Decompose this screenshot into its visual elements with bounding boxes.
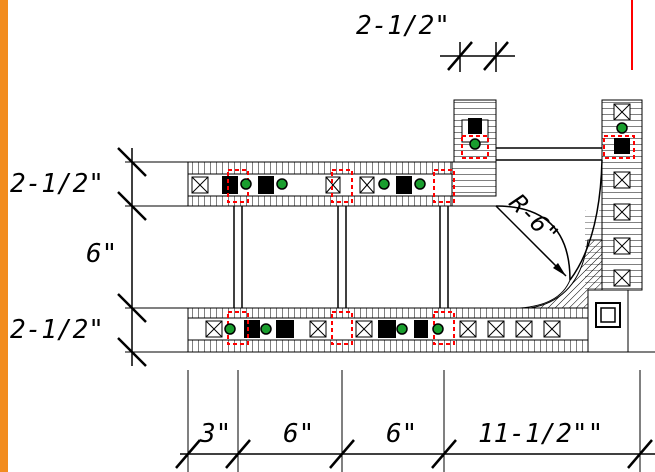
nodes — [224, 122, 628, 335]
top-beam — [496, 147, 602, 161]
corner-block — [587, 289, 655, 353]
dim-left-lower: 2-1/2" — [10, 315, 104, 345]
curved-wall — [452, 159, 603, 309]
radius-leader — [495, 205, 567, 277]
dim-bottom-3: 6" — [386, 419, 417, 449]
studs — [233, 206, 449, 308]
bottom-wall-blocks — [205, 320, 561, 338]
left-accent-bar — [0, 0, 8, 472]
top-dimension: 2-1/2" — [356, 11, 515, 72]
left-dimensions: 2-1/2" 6" 2-1/2" — [10, 147, 188, 367]
right-column — [601, 99, 643, 291]
dim-bottom-4: 11-1/2"" — [478, 419, 603, 449]
dim-top-width: 2-1/2" — [356, 11, 450, 41]
dim-radius: R-6" — [504, 188, 565, 249]
top-wall-blocks — [191, 176, 412, 194]
dim-bottom-2: 6" — [283, 419, 314, 449]
dim-left-middle: 6" — [86, 239, 117, 269]
dim-left-upper: 2-1/2" — [10, 169, 104, 199]
bottom-dimensions: 3" 6" 6" 11-1/2"" — [175, 370, 655, 472]
dim-bottom-1: 3" — [199, 419, 231, 449]
